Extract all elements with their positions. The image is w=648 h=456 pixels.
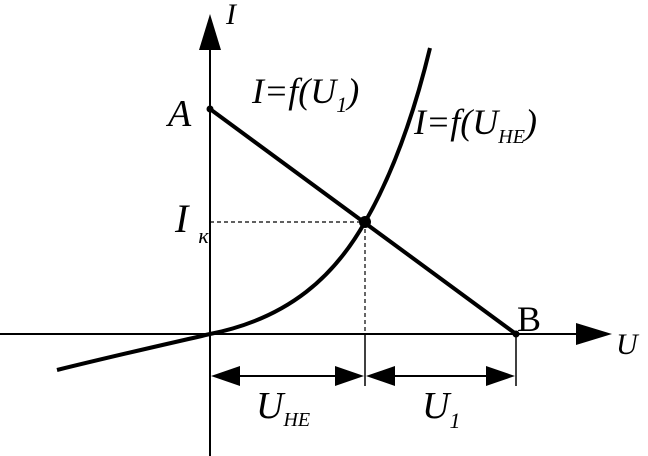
une-label-sub: НЕ <box>282 409 310 431</box>
u1-dimension-label: U1 <box>422 385 460 433</box>
diode-curve-label-prefix: I=f(U <box>413 102 500 142</box>
diode-characteristic-curve <box>56 47 432 372</box>
point-a-marker <box>206 105 214 113</box>
ik-label-sub: к <box>198 223 209 248</box>
u1-label-sub: 1 <box>449 408 460 433</box>
une-label-main: U <box>256 385 286 427</box>
load-line-label: I=f(U1) <box>251 71 359 117</box>
une-dimension-label: UНЕ <box>256 385 310 431</box>
y-axis-label: I <box>225 0 238 31</box>
point-a-label: A <box>165 93 192 135</box>
diode-curve-label: I=f(UНЕ) <box>413 102 537 148</box>
x-axis-label: U <box>616 328 640 361</box>
load-line-label-sub: 1 <box>336 92 347 117</box>
une-dimension-arrow-right <box>335 366 364 386</box>
u1-label-main: U <box>422 385 452 427</box>
x-axis-arrowhead <box>576 323 612 345</box>
ik-label-main: I <box>174 196 190 241</box>
load-line-label-prefix: I=f(U <box>251 71 338 111</box>
diode-curve-label-sub: НЕ <box>497 126 525 148</box>
diode-curve-label-suffix: ) <box>523 102 537 142</box>
u1-dimension-arrow-right <box>486 366 515 386</box>
load-line-label-suffix: ) <box>345 71 359 111</box>
point-b-label: B <box>517 299 541 339</box>
ik-label: I к <box>174 196 209 248</box>
y-axis-arrowhead <box>199 14 221 50</box>
une-dimension-arrow-left <box>211 366 240 386</box>
u1-dimension-arrow-left <box>366 366 395 386</box>
